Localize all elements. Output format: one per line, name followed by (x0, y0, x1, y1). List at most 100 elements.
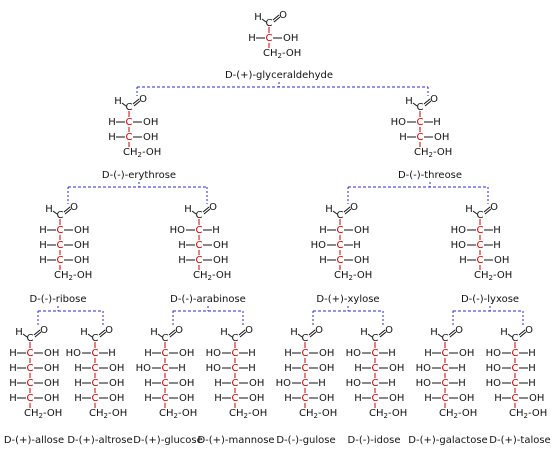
left-h: H (354, 363, 362, 374)
ch2oh-group: CH2-OH (229, 408, 267, 420)
aldehyde-h: H (500, 327, 508, 338)
left-ho: HO (416, 378, 432, 389)
aldehyde-co-bond-2 (34, 331, 42, 338)
chiral-carbon: C (162, 363, 169, 374)
right-oh: OH (44, 378, 59, 389)
chiral-carbon: C (417, 117, 424, 128)
terminal-oh: -OH (212, 270, 231, 281)
subscript-2: 2 (39, 412, 43, 420)
aldehyde-o: O (175, 325, 183, 336)
right-oh: OH (354, 255, 369, 266)
chiral-carbon: C (232, 348, 239, 359)
aldehyde-co-bond-2 (449, 331, 457, 338)
aldehyde-h: H (254, 12, 262, 23)
aldehyde-o: O (490, 202, 498, 213)
left-h: H (144, 348, 152, 359)
aldehyde-ch-bond (52, 210, 58, 215)
chiral-carbon: C (232, 363, 239, 374)
left-h: H (459, 255, 467, 266)
terminal-oh: -OH (353, 270, 372, 281)
aldehyde-h: H (430, 327, 438, 338)
left-h: H (74, 378, 82, 389)
left-ho: HO (206, 363, 222, 374)
aldehyde-co-bond-2 (169, 331, 177, 338)
chiral-carbon: C (512, 393, 519, 404)
terminal-oh: -OH (73, 270, 92, 281)
aldehyde-ch-bond (412, 102, 418, 107)
molecule-name: D-(-)-arabinose (170, 294, 246, 305)
subscript-2: 2 (104, 412, 108, 420)
connector-glyceraldehyde (136, 82, 429, 96)
aldehyde-carbon: C (337, 210, 344, 221)
aldehyde-ch-bond (261, 18, 267, 23)
ch2oh-group: CH2-OH (159, 408, 197, 420)
aldehyde-co-bond (343, 206, 351, 213)
aldehyde-h: H (80, 327, 88, 338)
left-h: H (9, 348, 17, 359)
left-h: H (424, 348, 432, 359)
chiral-carbon: C (126, 132, 133, 143)
subscript-2: 2 (244, 412, 248, 420)
left-h: H (74, 363, 82, 374)
subscript-2: 2 (278, 52, 282, 60)
subscript-2: 2 (349, 274, 353, 282)
left-h: H (178, 240, 186, 251)
chiral-carbon: C (477, 255, 484, 266)
aldehyde-carbon: C (196, 210, 203, 221)
right-oh: OH (459, 393, 474, 404)
chiral-carbon: C (302, 393, 309, 404)
right-h: H (178, 363, 186, 374)
left-h: H (108, 132, 116, 143)
aldehyde-co-bond-2 (64, 208, 72, 215)
chiral-carbon: C (372, 363, 379, 374)
molecule-name: D-(-)-lyxose (461, 294, 519, 305)
left-ho: HO (276, 378, 292, 389)
connector-lyxose (452, 306, 524, 327)
molecule-name: D-(+)-glucose (133, 435, 203, 446)
left-h: H (39, 225, 47, 236)
aldehyde-co-bond-2 (344, 208, 352, 215)
left-h: H (9, 393, 17, 404)
aldehyde-h: H (114, 96, 122, 107)
aldehyde-h: H (405, 96, 413, 107)
right-oh: OH (44, 363, 59, 374)
right-oh: OH (354, 225, 369, 236)
left-ho: HO (66, 348, 82, 359)
right-oh: OH (213, 240, 228, 251)
aldehyde-ch-bond (227, 333, 233, 338)
subscript-2: 2 (429, 151, 433, 159)
ch2oh-group: CH2-OH (193, 270, 231, 282)
left-h: H (354, 393, 362, 404)
aldehyde-ch-bond (157, 333, 163, 338)
right-h: H (108, 348, 116, 359)
right-oh: OH (74, 240, 89, 251)
subscript-2: 2 (138, 151, 142, 159)
chiral-carbon: C (302, 378, 309, 389)
aldehyde-o: O (525, 325, 533, 336)
connector-arabinose (172, 306, 244, 327)
right-oh: OH (529, 393, 544, 404)
right-oh: OH (319, 363, 334, 374)
aldehyde-carbon: C (442, 333, 449, 344)
left-ho: HO (311, 240, 327, 251)
left-h: H (214, 393, 222, 404)
aldehyde-h: H (15, 327, 23, 338)
chiral-carbon: C (232, 378, 239, 389)
molecule-name: D-(+)-xylose (316, 294, 379, 305)
right-oh: OH (143, 132, 158, 143)
right-oh: OH (389, 393, 404, 404)
chiral-carbon: C (126, 117, 133, 128)
molecule-name: D-(+)-mannose (197, 435, 274, 446)
aldehyde-co-bond (272, 14, 280, 21)
aldehyde-h: H (465, 204, 473, 215)
terminal-oh: -OH (248, 408, 267, 419)
tree-connectors (37, 82, 524, 327)
right-h: H (458, 378, 466, 389)
molecule-name: D-(-)-erythrose (102, 170, 176, 181)
aldehyde-co-bond (168, 329, 176, 336)
chiral-carbon: C (337, 225, 344, 236)
right-h: H (318, 378, 326, 389)
left-h: H (424, 393, 432, 404)
